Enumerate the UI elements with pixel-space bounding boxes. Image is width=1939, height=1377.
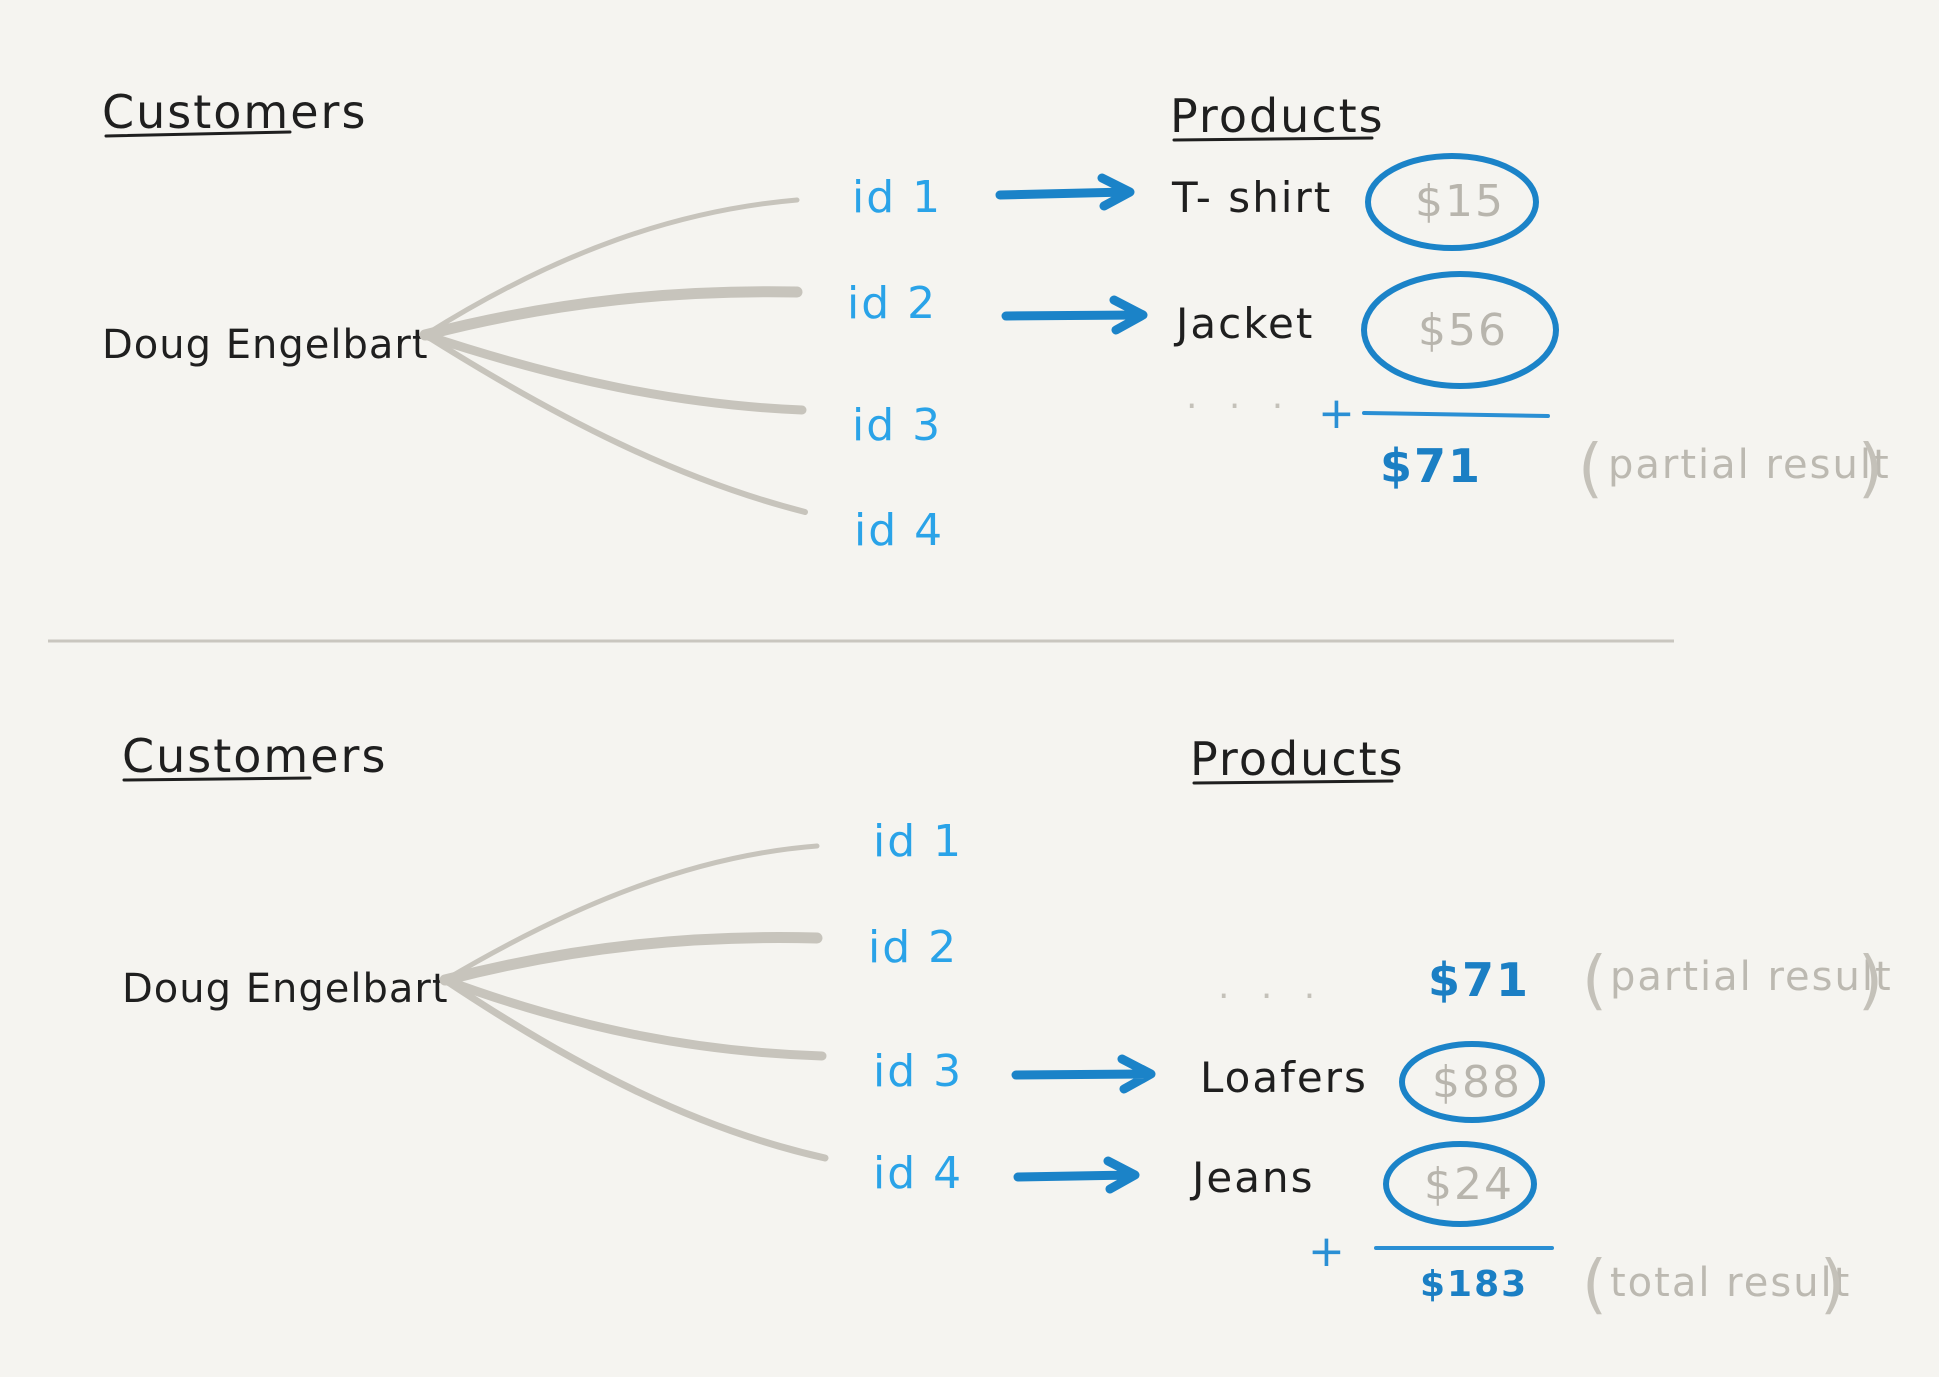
- customers-underline: [122, 776, 312, 782]
- product-jeans: Jeans: [1189, 1153, 1314, 1202]
- arrow-id2-jacket: [1001, 295, 1148, 335]
- carry-note: partial result: [1610, 954, 1893, 1000]
- arrow-id3-loafers: [1011, 1054, 1156, 1094]
- customer-name: Doug Engelbart: [122, 966, 449, 1012]
- price-ring-loafers: [1399, 1041, 1545, 1123]
- id-label-3: id 3: [873, 1046, 963, 1097]
- plus-sign: +: [1308, 1226, 1345, 1277]
- price-tshirt: $15: [1415, 176, 1505, 227]
- arrow-id1-tshirt: [995, 173, 1135, 211]
- product-jacket: Jacket: [1173, 299, 1314, 348]
- link-curve-id1: [442, 843, 820, 983]
- id-label-1: id 1: [873, 816, 963, 867]
- id-label-1: id 1: [852, 172, 942, 223]
- price-ring-jacket: [1361, 271, 1559, 389]
- link-curve-id3: [440, 975, 827, 1061]
- id-label-4: id 4: [854, 505, 944, 556]
- products-title: Products: [1190, 732, 1405, 786]
- price-ring-jeans: [1383, 1141, 1537, 1227]
- sum-value: $183: [1420, 1264, 1528, 1305]
- link-curve-id2: [419, 286, 803, 341]
- id-label-2: id 2: [847, 278, 937, 329]
- sum-value: $71: [1380, 439, 1482, 493]
- customer-name: Doug Engelbart: [102, 322, 429, 368]
- ellipsis: . . .: [1186, 376, 1293, 417]
- id-label-4: id 4: [873, 1148, 963, 1199]
- price-jacket: $56: [1418, 305, 1508, 356]
- link-curve-id4: [441, 976, 829, 1162]
- note-close-paren: ): [1858, 432, 1883, 506]
- price-ring-tshirt: [1365, 153, 1539, 251]
- note-open-paren: (: [1582, 1248, 1607, 1322]
- customers-title: Customers: [102, 85, 367, 139]
- sum-note: total result: [1610, 1260, 1851, 1306]
- arrow-id4-jeans: [1013, 1156, 1140, 1194]
- carry-open-paren: (: [1582, 944, 1607, 1018]
- note-close-paren: ): [1820, 1248, 1845, 1322]
- products-title: Products: [1170, 89, 1385, 143]
- link-curve-id4: [422, 332, 808, 515]
- sum-note: partial result: [1608, 442, 1891, 488]
- sum-line: [1362, 411, 1550, 418]
- customers-title: Customers: [122, 729, 387, 783]
- price-jeans: $24: [1424, 1159, 1514, 1210]
- link-curve-id2: [439, 932, 823, 986]
- plus-sign: +: [1318, 388, 1355, 439]
- carry-value: $71: [1428, 953, 1530, 1007]
- customers-underline: [104, 130, 292, 138]
- price-loafers: $88: [1432, 1057, 1522, 1108]
- products-underline: [1192, 779, 1394, 785]
- ellipsis: . . .: [1218, 966, 1325, 1007]
- link-curve-id3: [420, 330, 807, 415]
- product-loafers: Loafers: [1200, 1053, 1368, 1102]
- top-panel: Customers Products Doug Engelbart id 1 i…: [102, 85, 1891, 556]
- note-open-paren: (: [1578, 432, 1603, 506]
- id-label-3: id 3: [852, 400, 942, 451]
- carry-close-paren: ): [1858, 944, 1883, 1018]
- product-tshirt: T- shirt: [1171, 173, 1332, 222]
- products-underline: [1172, 136, 1374, 142]
- bottom-panel: Customers Products Doug Engelbart id 1 i…: [122, 729, 1893, 1322]
- link-curve-id1: [422, 197, 800, 338]
- id-label-2: id 2: [868, 922, 958, 973]
